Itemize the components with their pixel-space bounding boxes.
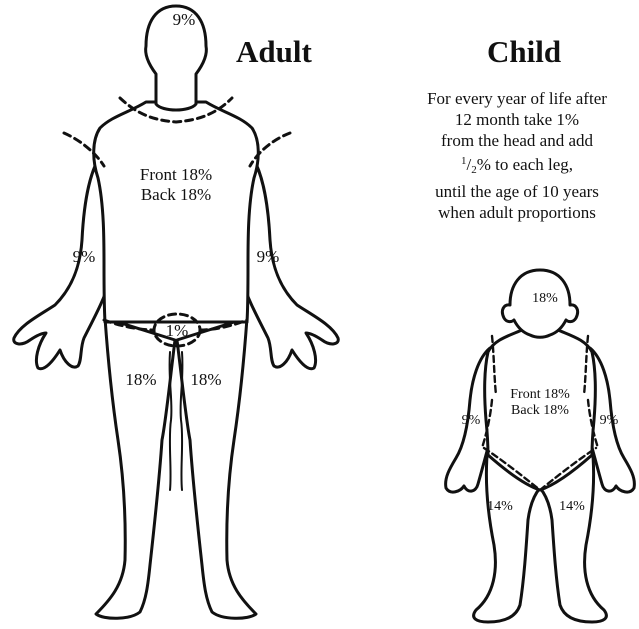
note-line-4: 1/2% to each leg, <box>392 151 639 181</box>
child-left-leg-label: 14% <box>487 499 513 514</box>
adult-left-leg-label: 18% <box>125 370 156 389</box>
adult-head-label: 9% <box>173 10 196 29</box>
adult-heading: Adult <box>236 34 312 70</box>
child-trunk-front-label: Front 18% <box>510 387 570 402</box>
adult-torso <box>94 102 259 322</box>
child-left-arm-label: 9% <box>462 413 481 428</box>
adult-figure: 9% Front 18% Back 18% 9% 9% 1% 18% 18% <box>14 6 339 618</box>
note-line-1: For every year of life after <box>392 88 639 109</box>
note-line-6: when adult proportions <box>392 202 639 223</box>
child-heading: Child <box>487 34 561 70</box>
adult-right-leg <box>177 318 256 618</box>
child-right-leg-label: 14% <box>559 499 585 514</box>
adult-trunk-front-label: Front 18% <box>140 165 212 184</box>
adult-trunk-back-label: Back 18% <box>141 185 211 204</box>
adult-left-arm-label: 9% <box>73 247 96 266</box>
adult-right-leg-label: 18% <box>190 370 221 389</box>
child-head-label: 18% <box>532 291 558 306</box>
adult-right-arm-label: 9% <box>257 247 280 266</box>
note-line-4-text: % to each leg, <box>477 155 573 174</box>
child-trunk-back-label: Back 18% <box>511 403 569 418</box>
note-line-2: 12 month take 1% <box>392 109 639 130</box>
adult-left-leg <box>96 318 175 618</box>
child-figure: 18% Front 18% Back 18% 9% 9% 14% 14% <box>446 270 635 622</box>
note-line-5: until the age of 10 years <box>392 181 639 202</box>
note-line-3: from the head and add <box>392 130 639 151</box>
adult-perineum-label: 1% <box>166 321 189 340</box>
child-right-arm-label: 9% <box>600 413 619 428</box>
note-fraction-numerator: 1 <box>461 155 467 167</box>
child-proportion-note: For every year of life after 12 month ta… <box>392 88 639 223</box>
